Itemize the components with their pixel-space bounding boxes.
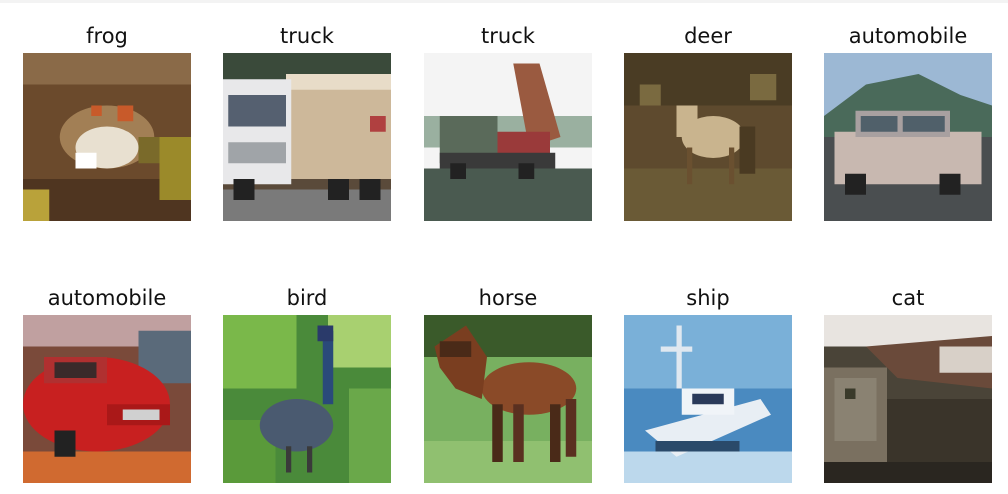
- image-cat: [824, 315, 992, 483]
- image-automobile-1: [824, 53, 992, 221]
- image-frog: [23, 53, 191, 221]
- image-title: automobile: [848, 24, 968, 48]
- image-bird: [223, 315, 391, 483]
- image-title: deer: [684, 24, 732, 48]
- image-truck-2: [424, 53, 592, 221]
- image-horse: [424, 315, 592, 483]
- image-deer: [624, 53, 792, 221]
- image-ship: [624, 315, 792, 483]
- image-automobile-2: [23, 315, 191, 483]
- image-title: truck: [481, 24, 535, 48]
- image-title: automobile: [47, 286, 167, 310]
- image-title: ship: [686, 286, 730, 310]
- image-title: horse: [478, 286, 538, 310]
- top-divider: [0, 0, 1008, 3]
- image-title: frog: [86, 24, 128, 48]
- image-title: truck: [280, 24, 334, 48]
- image-truck-1: [223, 53, 391, 221]
- image-title: cat: [891, 286, 925, 310]
- image-title: bird: [286, 286, 328, 310]
